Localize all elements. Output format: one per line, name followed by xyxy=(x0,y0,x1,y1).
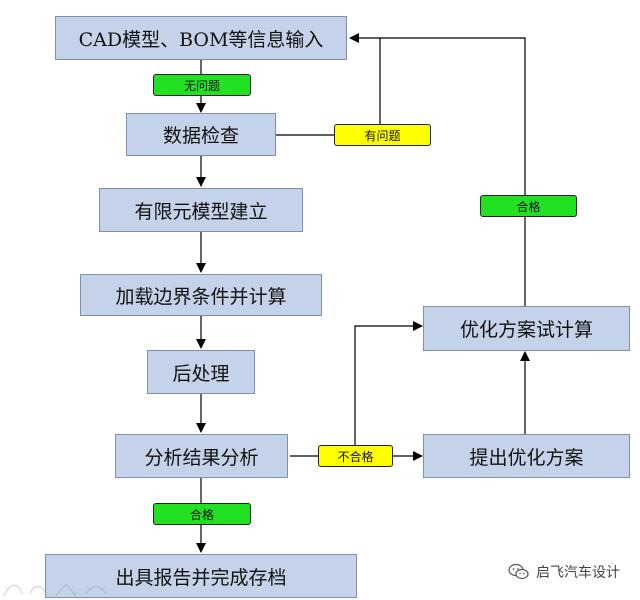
node-load-compute: 加载边界条件并计算 xyxy=(80,274,322,316)
tag-pass-top: 合格 xyxy=(480,195,577,217)
node-data-check: 数据检查 xyxy=(126,113,276,156)
tag-pass-bottom: 合格 xyxy=(153,503,251,525)
node-post-process: 后处理 xyxy=(147,350,255,394)
tag-fail: 不合格 xyxy=(318,445,393,467)
decorative-scribble xyxy=(3,583,107,597)
tag-no-problem: 无问题 xyxy=(153,74,251,96)
wechat-logo-icon xyxy=(508,563,530,581)
node-optimize-calc: 优化方案试计算 xyxy=(423,306,630,351)
tag-has-problem: 有问题 xyxy=(334,124,431,146)
watermark: 启飞汽车设计 xyxy=(508,562,620,582)
node-propose-optimize: 提出优化方案 xyxy=(423,434,630,478)
node-info-input: CAD模型、BOM等信息输入 xyxy=(55,16,347,60)
node-report-archive: 出具报告并完成存档 xyxy=(45,554,357,598)
node-fem-build: 有限元模型建立 xyxy=(99,188,303,232)
watermark-text: 启飞汽车设计 xyxy=(536,565,620,581)
node-result-analysis: 分析结果分析 xyxy=(115,434,288,478)
